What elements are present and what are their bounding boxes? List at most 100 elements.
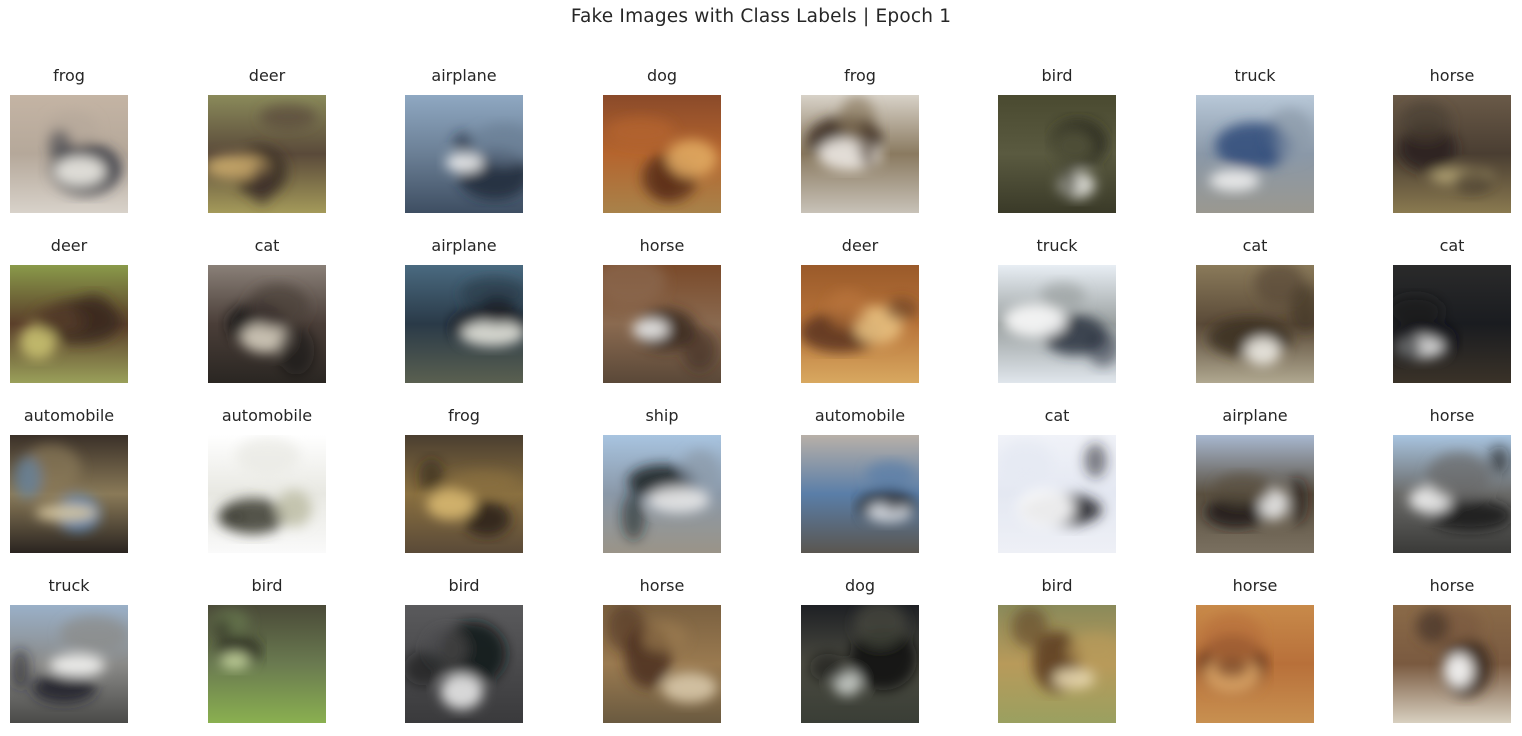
image-cell: automobile — [177, 406, 357, 566]
image-cell: bird — [374, 576, 554, 736]
class-label: deer — [841, 236, 879, 255]
generated-image-graphic — [405, 265, 523, 383]
generated-image-graphic — [801, 95, 919, 213]
generated-image-graphic — [1196, 265, 1314, 383]
generated-image — [1196, 435, 1314, 553]
generated-image — [208, 95, 326, 213]
class-label: airplane — [431, 66, 497, 85]
generated-image — [208, 435, 326, 553]
generated-image-graphic — [1393, 95, 1511, 213]
image-cell: truck — [1165, 66, 1345, 226]
class-label: airplane — [1222, 406, 1288, 425]
image-cell: bird — [967, 576, 1147, 736]
image-cell: horse — [572, 236, 752, 396]
figure-title: Fake Images with Class Labels | Epoch 1 — [570, 6, 952, 27]
class-label: automobile — [23, 406, 115, 425]
generated-image-graphic — [10, 95, 128, 213]
generated-image-graphic — [801, 265, 919, 383]
generated-image-graphic — [998, 95, 1116, 213]
generated-image — [405, 605, 523, 723]
class-label: automobile — [814, 406, 906, 425]
generated-image-graphic — [10, 435, 128, 553]
generated-image — [801, 95, 919, 213]
generated-image — [603, 435, 721, 553]
generated-image — [405, 435, 523, 553]
generated-image — [1196, 605, 1314, 723]
generated-image-graphic — [10, 265, 128, 383]
image-cell: automobile — [770, 406, 950, 566]
class-label: truck — [1036, 236, 1078, 255]
generated-image — [10, 435, 128, 553]
image-cell: horse — [1165, 576, 1345, 736]
generated-image-graphic — [208, 435, 326, 553]
class-label: deer — [50, 236, 88, 255]
class-label: airplane — [431, 236, 497, 255]
class-label: horse — [1429, 66, 1475, 85]
generated-image — [1393, 605, 1511, 723]
image-cell: frog — [374, 406, 554, 566]
generated-image-graphic — [405, 435, 523, 553]
generated-image-graphic — [1196, 605, 1314, 723]
generated-image-graphic — [801, 605, 919, 723]
class-label: bird — [251, 576, 283, 595]
generated-image-graphic — [603, 265, 721, 383]
image-cell: dog — [572, 66, 752, 226]
class-label: frog — [844, 66, 876, 85]
class-label: frog — [448, 406, 480, 425]
generated-image-graphic — [603, 605, 721, 723]
generated-image — [10, 95, 128, 213]
generated-image-graphic — [998, 435, 1116, 553]
generated-image — [10, 265, 128, 383]
image-cell: cat — [177, 236, 357, 396]
image-cell: deer — [770, 236, 950, 396]
generated-image-graphic — [1196, 435, 1314, 553]
generated-image-graphic — [208, 605, 326, 723]
generated-image — [801, 605, 919, 723]
generated-image — [1196, 265, 1314, 383]
generated-image-graphic — [1393, 265, 1511, 383]
generated-image — [998, 95, 1116, 213]
class-label: horse — [639, 576, 685, 595]
image-cell: frog — [770, 66, 950, 226]
generated-image — [998, 265, 1116, 383]
image-cell: horse — [1362, 406, 1522, 566]
image-cell: cat — [1165, 236, 1345, 396]
class-label: cat — [1044, 406, 1070, 425]
image-cell: horse — [572, 576, 752, 736]
image-cell: frog — [0, 66, 159, 226]
class-label: dog — [646, 66, 678, 85]
generated-image-graphic — [998, 605, 1116, 723]
image-cell: dog — [770, 576, 950, 736]
generated-image-graphic — [603, 435, 721, 553]
image-cell: airplane — [1165, 406, 1345, 566]
generated-image-graphic — [10, 605, 128, 723]
image-cell: cat — [967, 406, 1147, 566]
class-label: bird — [448, 576, 480, 595]
generated-image — [998, 605, 1116, 723]
generated-image — [603, 605, 721, 723]
image-cell: bird — [967, 66, 1147, 226]
image-cell: automobile — [0, 406, 159, 566]
image-cell: deer — [177, 66, 357, 226]
generated-image-graphic — [405, 605, 523, 723]
class-label: cat — [254, 236, 280, 255]
generated-image — [405, 95, 523, 213]
class-label: bird — [1041, 576, 1073, 595]
class-label: dog — [844, 576, 876, 595]
image-cell: deer — [0, 236, 159, 396]
image-cell: cat — [1362, 236, 1522, 396]
generated-image-graphic — [801, 435, 919, 553]
image-cell: truck — [0, 576, 159, 736]
class-label: horse — [1429, 406, 1475, 425]
generated-image — [1196, 95, 1314, 213]
image-cell: airplane — [374, 66, 554, 226]
generated-image-graphic — [603, 95, 721, 213]
generated-image — [1393, 265, 1511, 383]
class-label: horse — [1232, 576, 1278, 595]
generated-image — [801, 435, 919, 553]
generated-image — [208, 605, 326, 723]
class-label: bird — [1041, 66, 1073, 85]
image-cell: horse — [1362, 66, 1522, 226]
class-label: frog — [53, 66, 85, 85]
class-label: deer — [248, 66, 286, 85]
